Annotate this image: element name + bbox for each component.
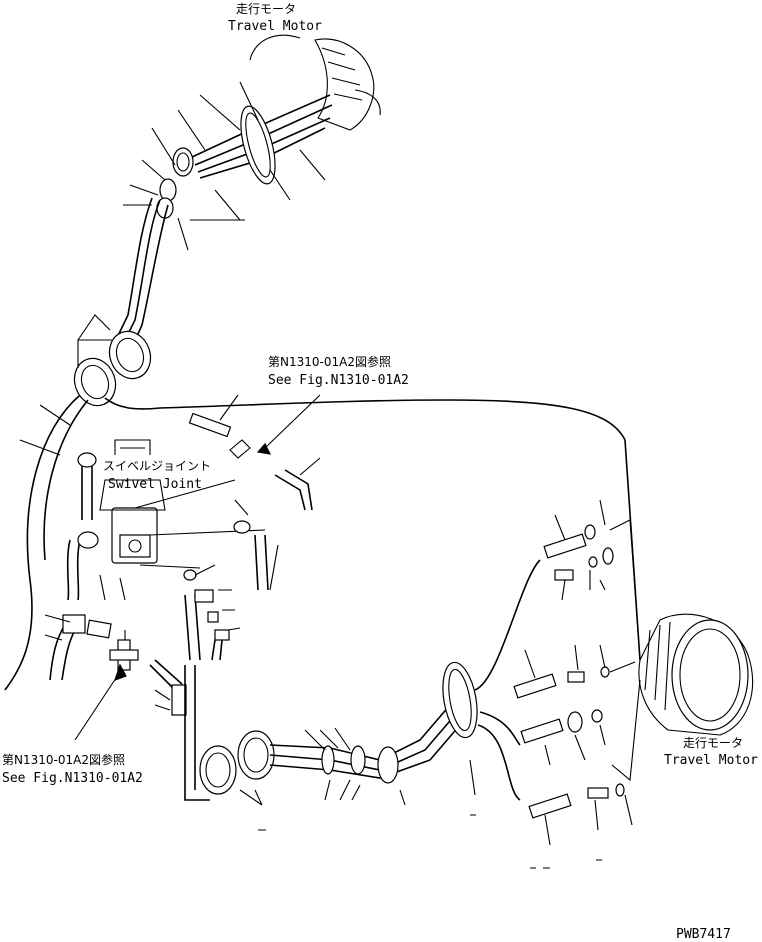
upper-hose-bundle: [111, 81, 333, 353]
swivel-joint-en-label: Swivel Joint: [108, 477, 202, 492]
upper-left-couplings: [4, 314, 641, 691]
travel-motor-top-en-label: Travel Motor: [228, 19, 322, 34]
ref-top-jp-label: 第N1310-01A2図参照: [268, 354, 391, 369]
tee-fitting-bottom-left: [74, 630, 187, 741]
swivel-joint: [99, 439, 266, 569]
left-fittings: [44, 452, 126, 681]
travel-motor-top-jp-label: 走行モータ: [236, 2, 296, 16]
ref-top-en-label: See Fig.N1310-01A2: [268, 373, 409, 388]
right-fittings: [513, 499, 641, 846]
travel-motor-top: [249, 34, 381, 131]
travel-motor-right-en-label: Travel Motor: [664, 753, 758, 768]
ref-bottom-en-label: See Fig.N1310-01A2: [2, 771, 143, 786]
center-fittings: [183, 394, 321, 661]
travel-motor-right-jp-label: 走行モータ: [683, 736, 743, 750]
drawing-number: PWB7417: [676, 927, 731, 942]
tick-marks: [258, 814, 602, 869]
travel-motor-right: [638, 613, 754, 736]
ref-bottom-jp-label: 第N1310-01A2図参照: [2, 752, 125, 767]
swivel-joint-jp-label: スイベルジョイント: [103, 459, 211, 473]
lower-hose-routing: [184, 559, 541, 806]
